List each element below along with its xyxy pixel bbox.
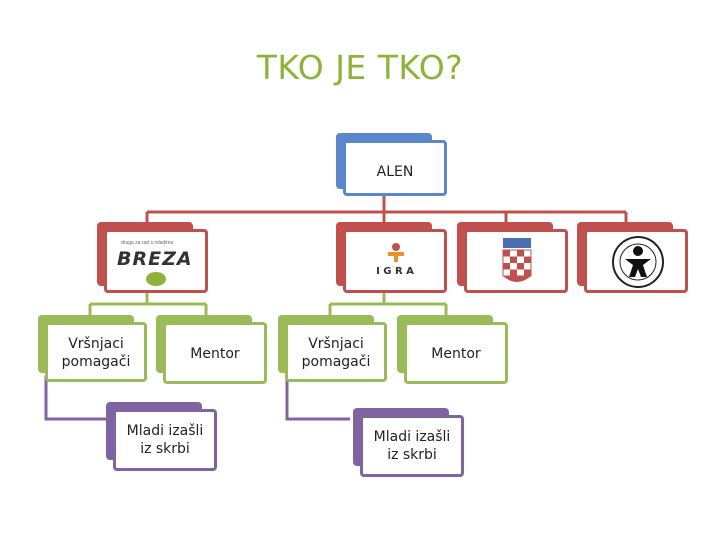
left-peer-helpers-label: Vršnjaci pomagači bbox=[61, 336, 131, 370]
page-title: TKO JE TKO? bbox=[256, 48, 464, 87]
breza-wordmark: BREZA bbox=[117, 248, 193, 270]
breza-tagline: druga za rad s mladima bbox=[121, 240, 174, 246]
right-youth-node: Mladi izašli iz skrbi bbox=[360, 415, 464, 477]
left-mentor-label: Mentor bbox=[190, 346, 240, 362]
right-mentor-label: Mentor bbox=[431, 346, 481, 362]
left-peer-helpers-node: Vršnjaci pomagači bbox=[45, 322, 147, 382]
right-peer-helpers-node: Vršnjaci pomagači bbox=[285, 322, 387, 382]
croatia-coat-of-arms bbox=[464, 229, 568, 293]
coat-of-arms-icon bbox=[502, 238, 532, 282]
root-node: ALEN bbox=[343, 140, 447, 196]
right-peer-helpers-label: Vršnjaci pomagači bbox=[301, 336, 371, 370]
breza-logo: druga za rad s mladima BREZA bbox=[104, 229, 208, 293]
igra-wordmark: I G R A bbox=[376, 266, 414, 277]
left-youth-label: Mladi izašli iz skrbi bbox=[126, 423, 204, 457]
right-mentor-node: Mentor bbox=[404, 322, 508, 384]
igra-logo: I G R A bbox=[343, 229, 447, 293]
root-label: ALEN bbox=[376, 164, 414, 180]
left-mentor-node: Mentor bbox=[163, 322, 267, 384]
right-youth-label: Mladi izašli iz skrbi bbox=[373, 429, 451, 463]
left-youth-node: Mladi izašli iz skrbi bbox=[113, 409, 217, 471]
circle-figure-icon bbox=[612, 236, 664, 288]
leaf-icon bbox=[146, 272, 166, 286]
circle-logo bbox=[584, 229, 688, 293]
igra-figure-icon bbox=[388, 243, 404, 262]
